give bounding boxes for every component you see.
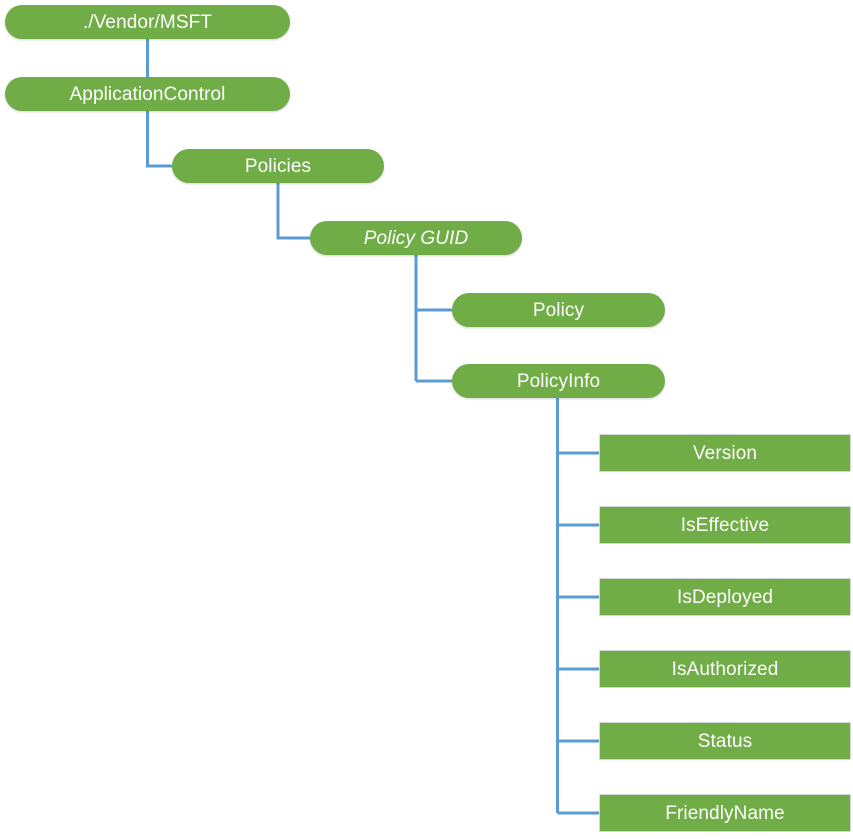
node-label-is-effective: IsEffective	[680, 514, 770, 536]
node-version[interactable]: Version	[600, 435, 850, 471]
node-is-deployed[interactable]: IsDeployed	[600, 579, 850, 615]
node-label-is-authorized: IsAuthorized	[671, 658, 779, 680]
node-label-is-deployed: IsDeployed	[676, 586, 774, 608]
node-is-authorized[interactable]: IsAuthorized	[600, 651, 850, 687]
node-friendly-name[interactable]: FriendlyName	[600, 795, 850, 831]
node-label-policy-guid: Policy GUID	[363, 227, 469, 249]
node-policy-guid[interactable]: Policy GUID	[310, 221, 522, 255]
node-label-application-control: ApplicationControl	[69, 83, 226, 105]
node-label-friendly-name: FriendlyName	[665, 802, 785, 824]
node-policy[interactable]: Policy	[452, 293, 665, 327]
node-label-policy-info: PolicyInfo	[516, 370, 601, 392]
node-vendor-msft[interactable]: ./Vendor/MSFT	[5, 5, 290, 39]
node-application-control[interactable]: ApplicationControl	[5, 77, 290, 111]
node-policies[interactable]: Policies	[172, 149, 384, 183]
node-label-policy: Policy	[532, 299, 585, 321]
connector-applicationcontrol-to-policies	[146, 111, 172, 168]
node-label-status: Status	[697, 730, 753, 752]
node-status[interactable]: Status	[600, 723, 850, 759]
node-label-policies: Policies	[244, 155, 312, 177]
node-label-version: Version	[692, 442, 758, 464]
node-label-vendor-msft: ./Vendor/MSFT	[82, 11, 213, 33]
node-policy-info[interactable]: PolicyInfo	[452, 364, 665, 398]
node-is-effective[interactable]: IsEffective	[600, 507, 850, 543]
connector-policies-to-policyguid	[276, 183, 310, 240]
